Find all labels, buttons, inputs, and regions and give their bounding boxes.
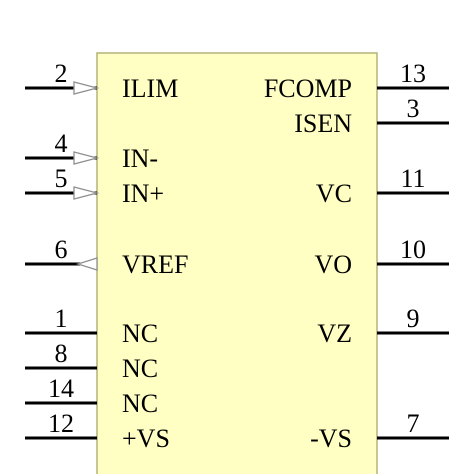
pin-name: VC: [316, 179, 352, 208]
pin-number: 10: [400, 235, 426, 264]
pin-number: 1: [55, 304, 68, 333]
pin-name: IN-: [122, 144, 158, 173]
pin-number: 6: [55, 235, 68, 264]
pin-number: 14: [48, 374, 74, 403]
input-arrow-icon: [73, 81, 100, 95]
pin-number: 2: [55, 59, 68, 88]
pin-name: FCOMP: [264, 74, 352, 103]
pin-name: NC: [122, 354, 158, 383]
pin-number: 3: [407, 94, 420, 123]
ic-body: [96, 52, 378, 474]
input-arrow-icon: [73, 151, 100, 165]
pin-number: 5: [55, 164, 68, 193]
pin-number: 12: [48, 409, 74, 438]
input-arrow-icon: [73, 186, 100, 200]
pin-number: 9: [407, 304, 420, 333]
pin-name: +VS: [122, 424, 170, 453]
pin-name: VREF: [122, 250, 188, 279]
pin-name: IN+: [122, 179, 164, 208]
pin-number: 13: [400, 59, 426, 88]
pin-number: 7: [407, 409, 420, 438]
pin-name: VZ: [317, 319, 352, 348]
pin-number: 11: [400, 164, 425, 193]
pin-number: 8: [55, 339, 68, 368]
pin-name: NC: [122, 319, 158, 348]
pin-number: 4: [55, 129, 68, 158]
pin-name: NC: [122, 389, 158, 418]
pin-name: VO: [314, 250, 352, 279]
pin-name: -VS: [310, 424, 352, 453]
output-arrow-icon: [75, 257, 98, 271]
pin-name: ILIM: [122, 74, 178, 103]
pin-name: ISEN: [294, 109, 352, 138]
